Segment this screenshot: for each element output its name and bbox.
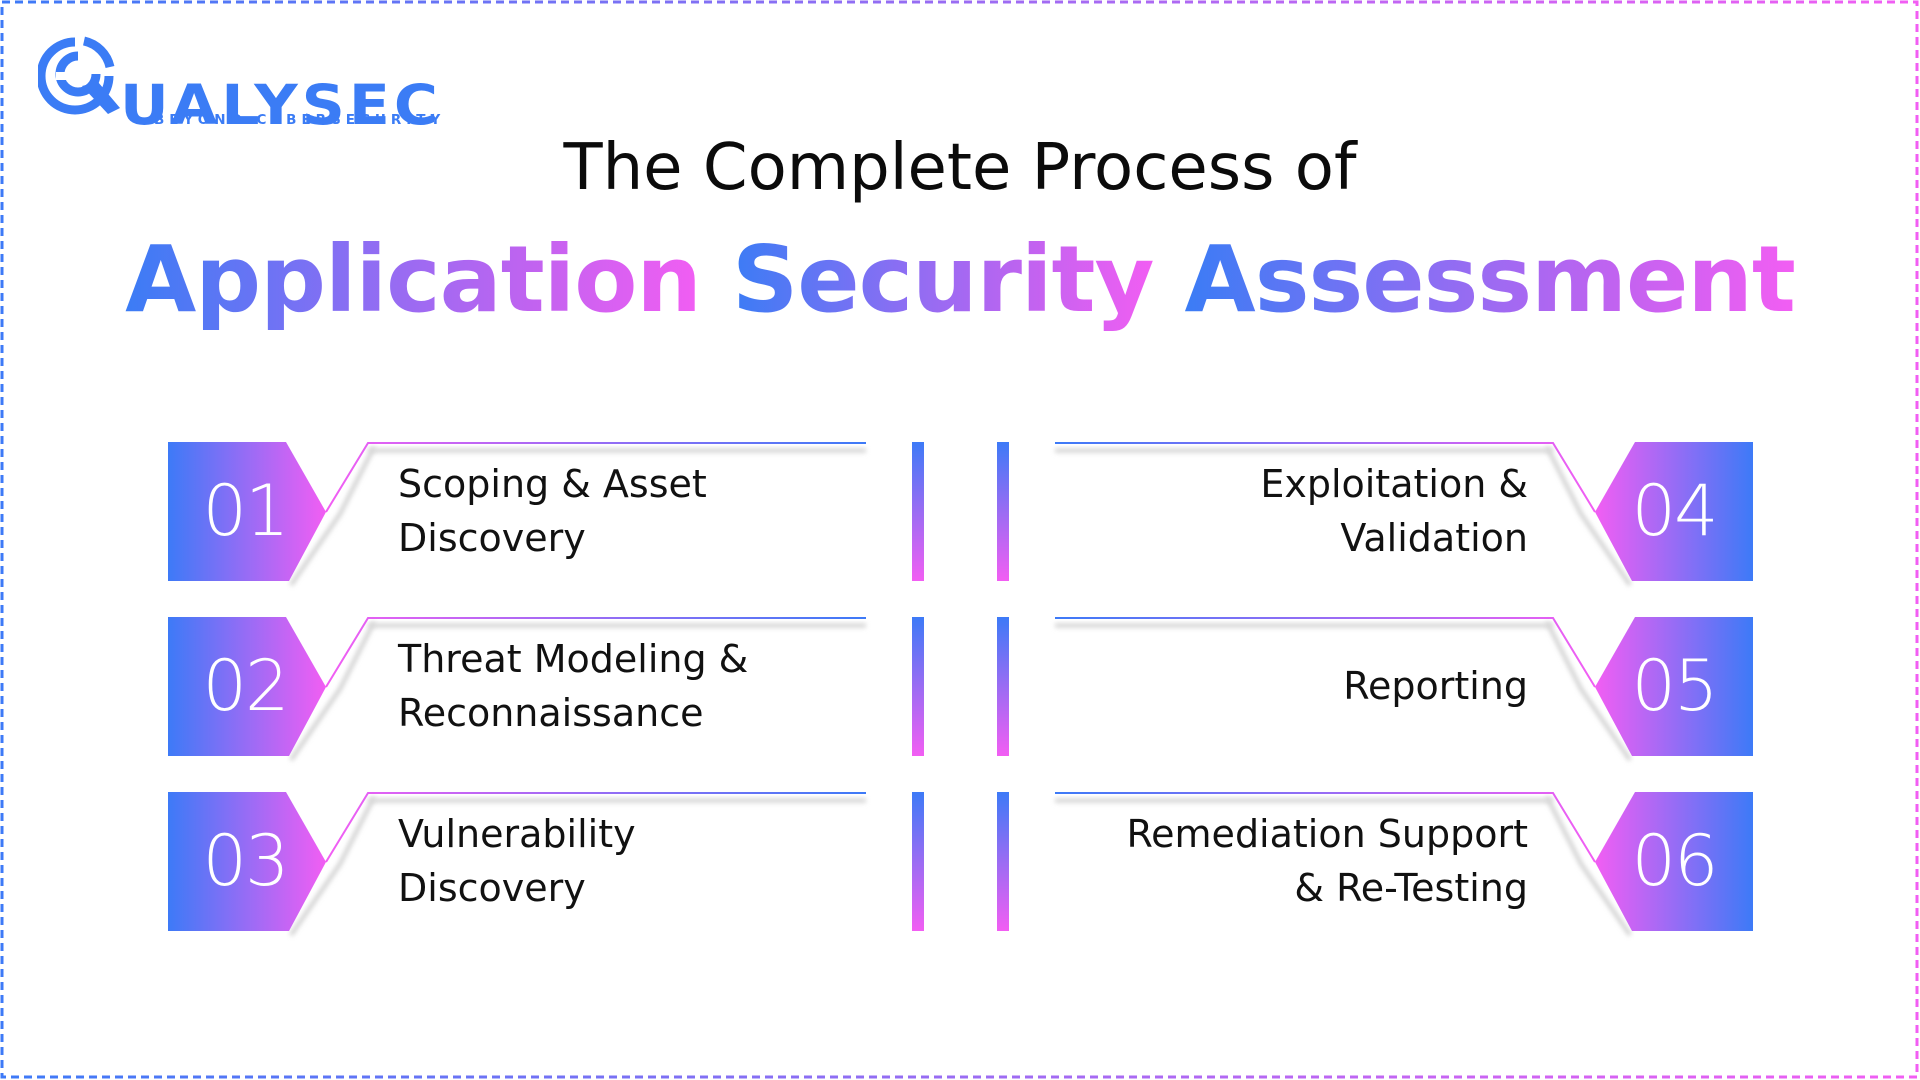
step-number: 04 bbox=[1631, 470, 1718, 552]
step-card-05: 05 Reporting bbox=[993, 617, 1753, 762]
step-label: Reporting bbox=[1343, 617, 1528, 755]
step-badge-shape bbox=[1055, 442, 1753, 587]
step-label: Remediation Support & Re-Testing bbox=[1126, 792, 1528, 930]
qualysec-logo: UALYSEC BEYOND CYBERSECURITY bbox=[38, 36, 458, 138]
step-label: Vulnerability Discovery bbox=[398, 792, 636, 930]
step-badge-shape bbox=[1055, 792, 1753, 937]
logo-tagline: BEYOND CYBERSECURITY bbox=[154, 112, 446, 128]
step-badge-shape bbox=[168, 617, 866, 762]
divider-bar-left-2 bbox=[912, 617, 924, 756]
step-card-03: 03 Vulnerability Discovery bbox=[168, 792, 928, 937]
step-label-line2: Reconnaissance bbox=[398, 691, 704, 735]
divider-bar-left-1 bbox=[912, 442, 924, 581]
step-card-01: 01 Scoping & Asset Discovery bbox=[168, 442, 928, 587]
step-card-04: 04 Exploitation & Validation bbox=[993, 442, 1753, 587]
step-card-06: 06 Remediation Support & Re-Testing bbox=[993, 792, 1753, 937]
step-label-line1: Reporting bbox=[1343, 664, 1528, 708]
step-label-line2: Validation bbox=[1340, 516, 1528, 560]
step-label-line1: Remediation Support bbox=[1126, 812, 1528, 856]
title-word-assessment: Assessment bbox=[1184, 226, 1796, 333]
step-label-line1: Vulnerability bbox=[398, 812, 636, 856]
title-word-application: Application bbox=[125, 226, 702, 333]
step-label: Threat Modeling & Reconnaissance bbox=[398, 617, 748, 755]
step-label: Scoping & Asset Discovery bbox=[398, 442, 707, 580]
page-title-line1: The Complete Process of bbox=[563, 131, 1357, 205]
magnifier-q-icon bbox=[38, 36, 120, 115]
step-badge-shape bbox=[1055, 617, 1753, 762]
logo-wordmark: UALYSEC bbox=[120, 73, 442, 138]
step-label-line2: & Re-Testing bbox=[1294, 866, 1528, 910]
step-label-line1: Scoping & Asset bbox=[398, 462, 707, 506]
step-badge-shape bbox=[168, 442, 866, 587]
step-number: 01 bbox=[202, 470, 289, 552]
page-title-line2: Application Security Assessment bbox=[0, 220, 1920, 340]
step-label-line1: Exploitation & bbox=[1260, 462, 1528, 506]
divider-bar-right-2 bbox=[997, 617, 1009, 756]
step-number: 06 bbox=[1631, 820, 1718, 902]
step-label: Exploitation & Validation bbox=[1260, 442, 1528, 580]
step-label-line2: Discovery bbox=[398, 516, 586, 560]
step-number: 03 bbox=[202, 820, 289, 902]
step-label-line2: Discovery bbox=[398, 866, 586, 910]
title-word-security: Security bbox=[731, 226, 1155, 333]
step-number: 02 bbox=[202, 645, 289, 727]
divider-bar-right-1 bbox=[997, 442, 1009, 581]
step-card-02: 02 Threat Modeling & Reconnaissance bbox=[168, 617, 928, 762]
step-badge-shape bbox=[168, 792, 866, 937]
divider-bar-left-3 bbox=[912, 792, 924, 931]
step-number: 05 bbox=[1631, 645, 1718, 727]
divider-bar-right-3 bbox=[997, 792, 1009, 931]
step-label-line1: Threat Modeling & bbox=[398, 637, 749, 681]
